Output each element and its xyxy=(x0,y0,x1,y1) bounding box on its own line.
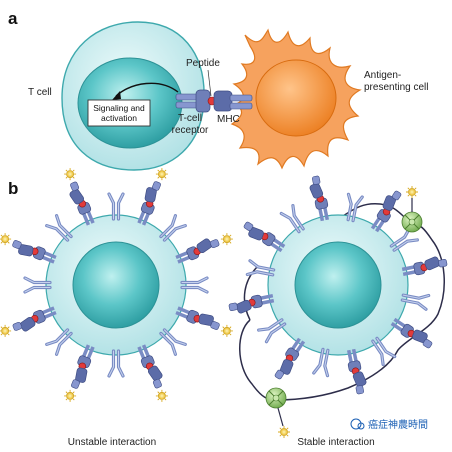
apc-label: Antigen-presenting cell xyxy=(364,70,428,93)
stable-cell xyxy=(226,173,450,439)
tcr-mhc-unit xyxy=(171,232,223,268)
crosslinker-top xyxy=(401,211,423,233)
ligand-icon xyxy=(155,167,169,181)
tcr-mhc-unit xyxy=(63,178,99,230)
panel-a-letter: a xyxy=(8,9,18,28)
t-cell-label: T cell xyxy=(28,87,52,98)
ligand-icon xyxy=(63,167,77,181)
tcr-mhc-unit xyxy=(238,216,289,258)
panel-b-letter: b xyxy=(8,179,18,198)
crosslinker-bottom xyxy=(265,387,287,409)
mhc-label: MHC xyxy=(217,114,240,125)
tcr-mhc-complex xyxy=(175,89,253,113)
arrow-icon xyxy=(115,82,179,97)
tcr-mhc-unit xyxy=(226,290,277,318)
ligand-icon xyxy=(0,324,12,338)
ligand-icon xyxy=(220,324,234,338)
tcr-mhc-unit xyxy=(133,340,169,392)
antigen-presenting-cell xyxy=(230,28,362,170)
tcr-mhc-unit xyxy=(269,334,311,385)
peptide-label: Peptide xyxy=(186,58,220,69)
unstable-caption: Unstable interaction xyxy=(68,437,156,448)
watermark-text: 癌症神農時間 xyxy=(368,418,428,431)
ligand-icon xyxy=(155,389,169,403)
tcr-mhc-unit xyxy=(305,173,333,224)
tcr-mhc-unit xyxy=(387,312,438,354)
watermark-logo-icon xyxy=(350,418,365,430)
unstable-cell xyxy=(0,167,234,403)
ligand-icon xyxy=(0,232,12,246)
tcr-mhc-unit xyxy=(365,185,407,236)
tcr-mhc-unit xyxy=(9,302,61,338)
ligand-icon xyxy=(63,389,77,403)
panel-b: b xyxy=(0,167,450,448)
ligand-icon xyxy=(220,232,234,246)
stable-caption: Stable interaction xyxy=(297,437,374,448)
